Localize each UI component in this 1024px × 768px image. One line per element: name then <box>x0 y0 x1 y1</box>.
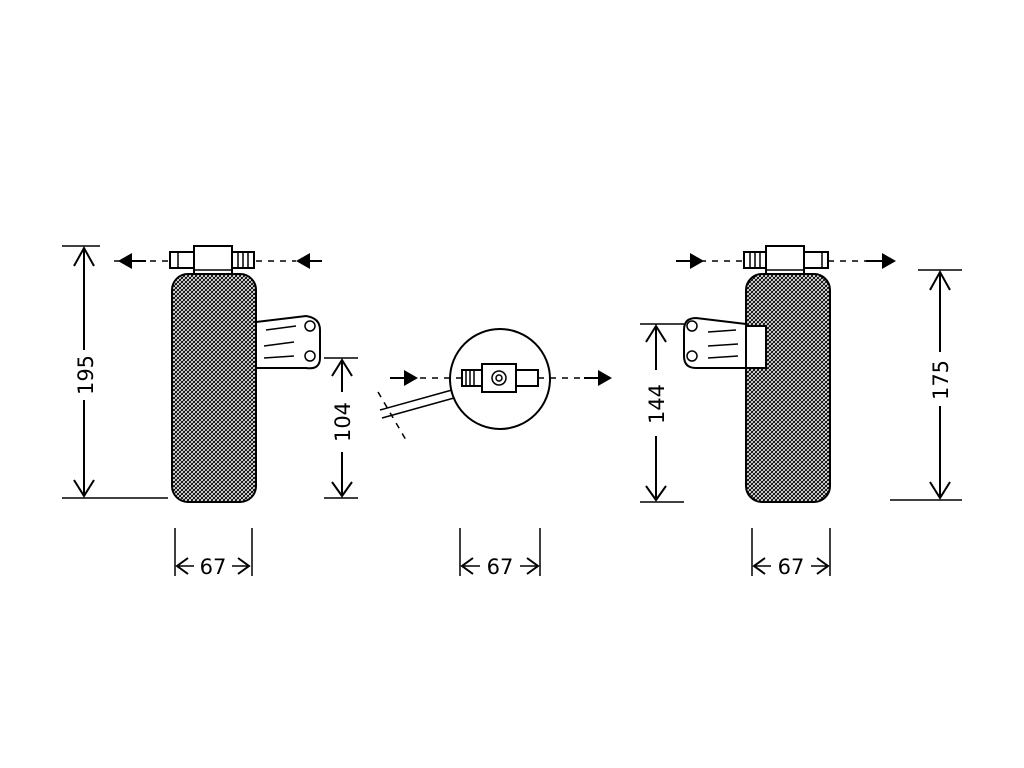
center-top-circle <box>449 328 551 430</box>
right-width-label: 67 <box>778 555 805 579</box>
right-outlet-arrow-icon <box>882 253 896 269</box>
left-outlet-arrow-icon <box>118 253 132 269</box>
left-inlet-arrow-icon <box>296 253 310 269</box>
center-width-label: 67 <box>487 555 514 579</box>
center-outlet-arrow-icon <box>598 370 612 386</box>
center-inlet-arrow-icon <box>404 370 418 386</box>
left-mount-bracket <box>255 314 321 370</box>
right-cylinder-body <box>745 273 831 503</box>
left-mount-height-dimension: 104 <box>324 357 358 499</box>
left-height-label: 195 <box>74 355 98 395</box>
right-drier-view: 144 175 67 <box>640 245 962 579</box>
left-width-label: 67 <box>200 555 227 579</box>
right-mount-height-dimension: 144 <box>640 323 684 503</box>
right-mount-bracket <box>683 316 767 369</box>
left-cylinder-body <box>171 273 257 503</box>
left-flow-line <box>114 253 322 269</box>
center-drier-top-view: 67 <box>377 328 612 579</box>
right-inlet-arrow-icon <box>690 253 704 269</box>
left-top-fitting <box>169 245 255 275</box>
right-top-fitting <box>743 245 829 275</box>
center-flow-line <box>390 370 612 386</box>
right-height-label: 175 <box>929 360 953 400</box>
center-fitting <box>461 363 539 393</box>
right-flow-line <box>676 253 896 269</box>
right-mount-height-label: 144 <box>645 384 669 424</box>
left-mount-height-label: 104 <box>331 402 355 442</box>
left-width-dimension: 67 <box>174 528 253 579</box>
right-height-dimension: 175 <box>890 269 962 501</box>
center-width-dimension: 67 <box>459 528 541 579</box>
right-width-dimension: 67 <box>751 528 831 579</box>
left-drier-view: 195 104 67 <box>62 245 358 579</box>
left-height-dimension: 195 <box>62 245 168 499</box>
